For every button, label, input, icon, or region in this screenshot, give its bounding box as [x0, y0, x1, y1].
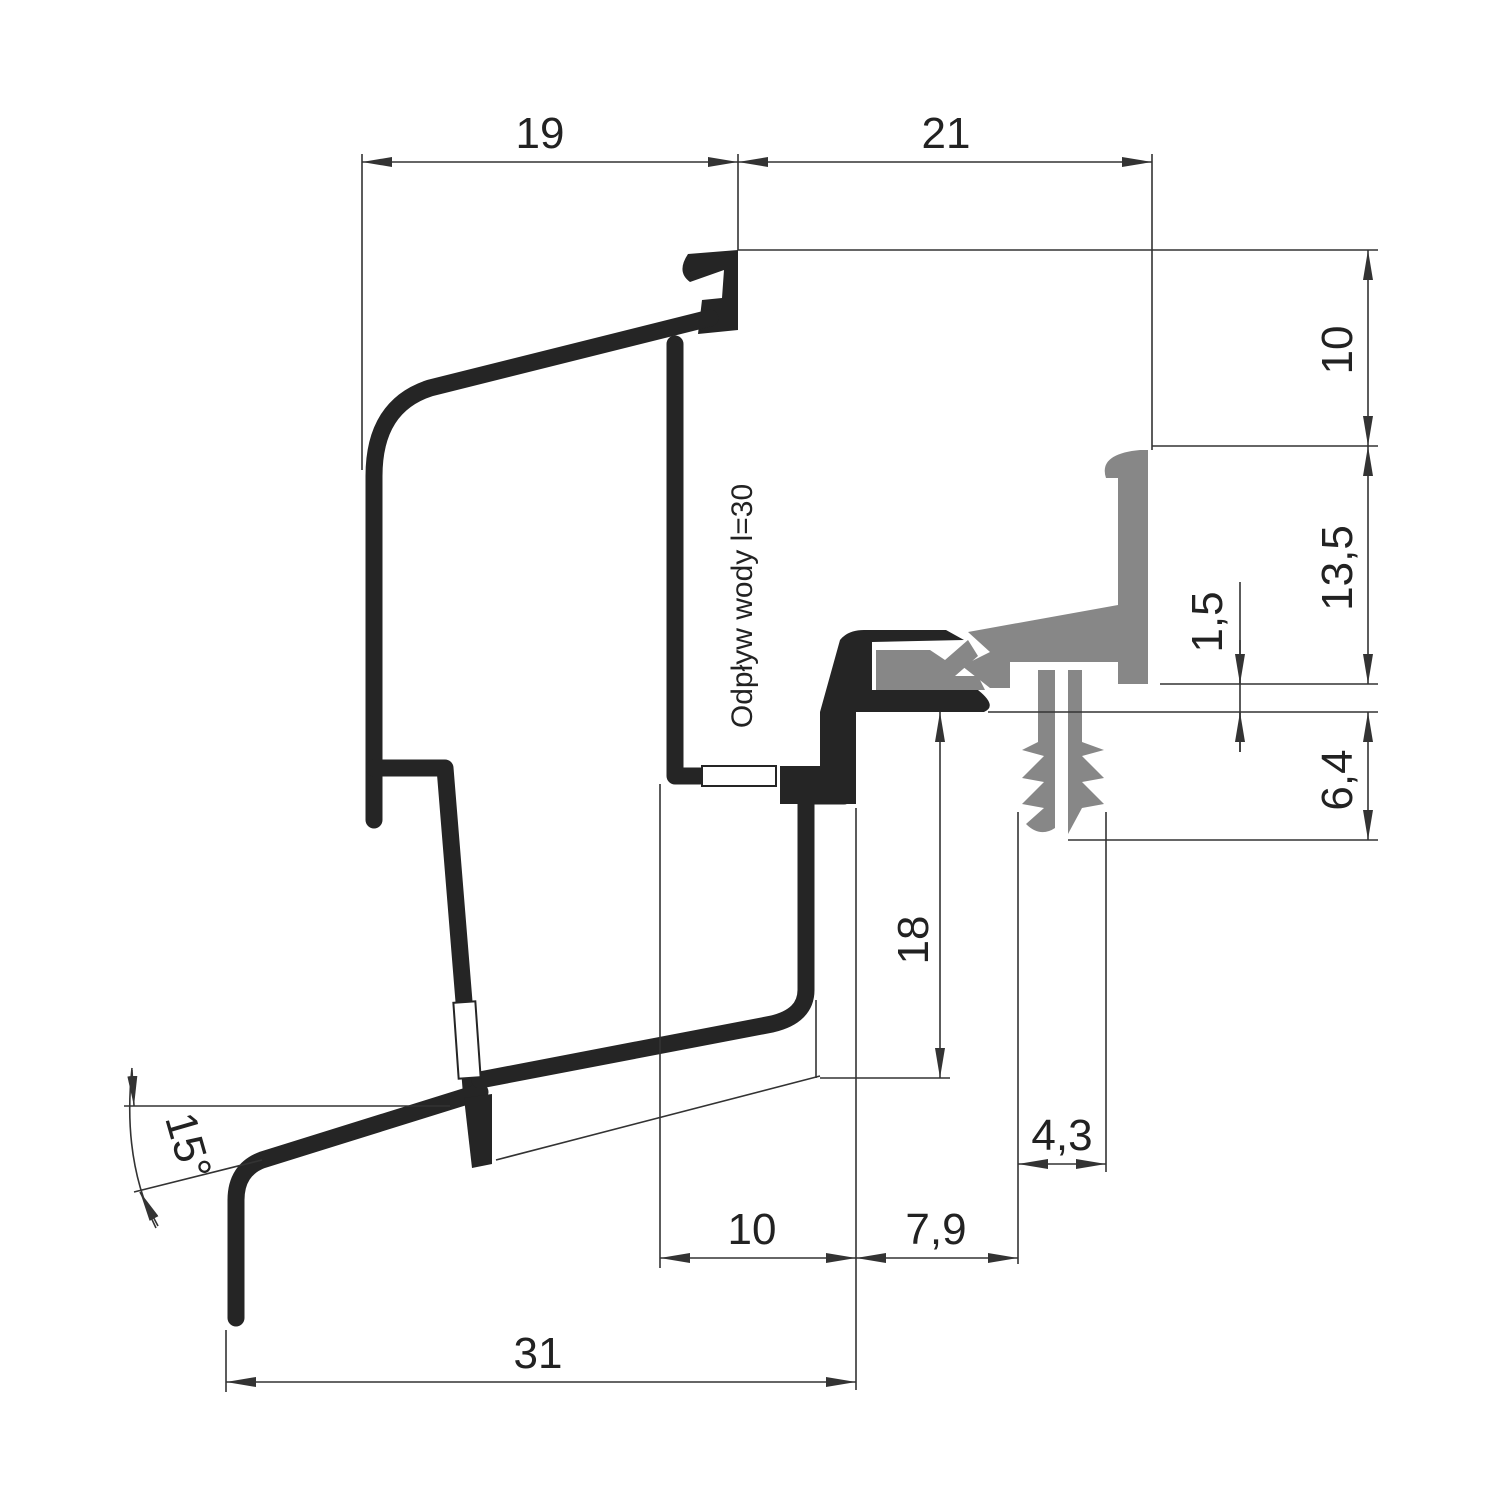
- dim-label-31: 31: [514, 1329, 563, 1378]
- dim-label-angle: 15°: [155, 1107, 220, 1184]
- gasket: [876, 450, 1148, 834]
- profile-step-block: [780, 630, 990, 804]
- dimension-labels: 19 21 10 13,5 6,4 1,5 18 4,3 10 7,9 31 1…: [155, 109, 1362, 1378]
- dim-label-19: 19: [516, 109, 565, 158]
- dim-label-13-5: 13,5: [1313, 525, 1362, 611]
- dim-label-1-5: 1,5: [1183, 591, 1232, 652]
- profile-drip-nose: [227, 1083, 489, 1327]
- drainage-slot: [701, 765, 777, 787]
- profile-inner-wall: [666, 335, 709, 785]
- dim-label-10-right: 10: [1313, 326, 1362, 375]
- dim-label-4-3: 4,3: [1031, 1111, 1092, 1160]
- dim-label-7-9: 7,9: [905, 1205, 966, 1254]
- gasket-pin-right: [1068, 670, 1104, 834]
- dim-label-21: 21: [922, 109, 971, 158]
- profile-slot-cover: [464, 1094, 492, 1168]
- profile-outer-wall: [365, 309, 719, 829]
- dim-label-18: 18: [889, 916, 938, 965]
- dimension-lines: [124, 154, 1378, 1392]
- profile-lower-chamber: [471, 787, 853, 1089]
- dim-label-10-bottom: 10: [728, 1205, 777, 1254]
- water-drainage-note: Odpływ wody l=30: [726, 484, 759, 728]
- profile-chamber-link: [365, 759, 481, 1109]
- dim-label-6-4: 6,4: [1313, 749, 1362, 810]
- gasket-insert: [876, 640, 985, 690]
- main-profile: [227, 250, 990, 1327]
- gasket-pin-left: [1022, 670, 1055, 833]
- profile-top-hook: [682, 250, 738, 334]
- chamber-slot: [452, 1000, 482, 1080]
- gasket-body: [962, 450, 1148, 688]
